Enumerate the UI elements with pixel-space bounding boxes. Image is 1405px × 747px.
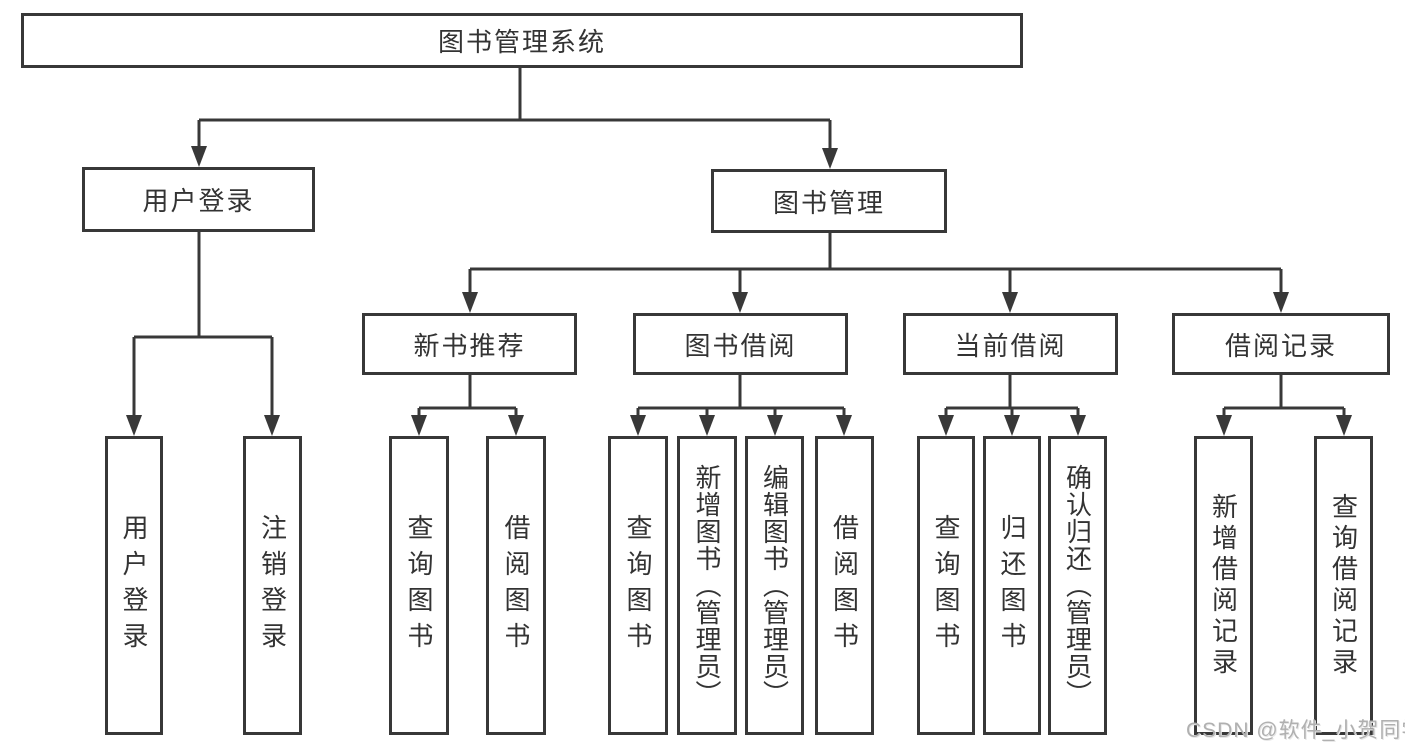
leaf-newbooks-query-label: 查询图书 [404,513,434,658]
leaf-user-login-label: 用户登录 [119,513,149,658]
leaf-user-login: 用户登录 [105,436,163,735]
node-current-borrow-label: 当前借阅 [954,330,1067,361]
node-borrow-records-label: 借阅记录 [1224,330,1337,361]
leaf-borrow-query-label: 查询图书 [623,513,653,658]
leaf-records-add: 新增借阅记录 [1194,436,1253,735]
node-root-label: 图书管理系统 [437,27,606,57]
leaf-borrow-edit-admin: 编辑图书（管理员） [745,436,804,735]
leaf-records-query: 查询借阅记录 [1314,436,1373,735]
connector-bookborrow-to-leaves [636,375,846,419]
leaf-logout-label: 注销登录 [257,513,288,658]
connector-bookmgmt-to-level3 [468,233,1283,297]
node-user-login: 用户登录 [82,167,315,232]
leaf-current-query: 查询图书 [917,436,975,735]
leaf-current-return: 归还图书 [983,436,1041,735]
node-user-login-label: 用户登录 [142,186,255,216]
csdn-watermark: CSDN @软件_小贺同学 [1186,719,1405,742]
leaf-newbooks-borrow: 借阅图书 [486,436,546,735]
connector-newbooks-to-leaves [417,375,518,419]
node-borrow-records: 借阅记录 [1172,313,1390,375]
node-book-borrow-label: 图书借阅 [684,330,797,361]
leaf-records-query-label: 查询借阅记录 [1328,492,1359,679]
node-current-borrow: 当前借阅 [903,313,1118,375]
leaf-borrow-edit-admin-label: 编辑图书（管理员） [759,464,790,707]
leaf-current-confirm-admin: 确认归还（管理员） [1048,436,1107,735]
connector-currentborrow-to-leaves [944,375,1080,419]
leaf-current-return-label: 归还图书 [997,513,1027,658]
leaf-borrow-borrow-label: 借阅图书 [829,513,860,658]
arrowheads [126,146,1352,436]
leaf-newbooks-query: 查询图书 [389,436,449,735]
node-root: 图书管理系统 [21,13,1023,68]
leaf-borrow-borrow: 借阅图书 [815,436,874,735]
node-book-management-label: 图书管理 [772,187,885,218]
node-book-management: 图书管理 [711,169,947,233]
leaf-borrow-add-admin-label: 新增图书（管理员） [692,464,722,707]
connector-userlogin-to-leaves [132,232,274,419]
connector-root-to-level2 [197,68,832,152]
node-new-book-recommend: 新书推荐 [362,313,577,375]
leaf-newbooks-borrow-label: 借阅图书 [501,513,531,658]
node-book-borrow: 图书借阅 [633,313,848,375]
leaf-records-add-label: 新增借阅记录 [1208,492,1239,679]
leaf-logout: 注销登录 [243,436,302,735]
leaf-borrow-add-admin: 新增图书（管理员） [677,436,737,735]
leaf-current-confirm-admin-label: 确认归还（管理员） [1062,464,1093,707]
node-new-book-recommend-label: 新书推荐 [413,330,526,361]
leaf-borrow-query: 查询图书 [608,436,668,735]
leaf-current-query-label: 查询图书 [931,513,961,658]
connector-records-to-leaves [1222,375,1346,419]
